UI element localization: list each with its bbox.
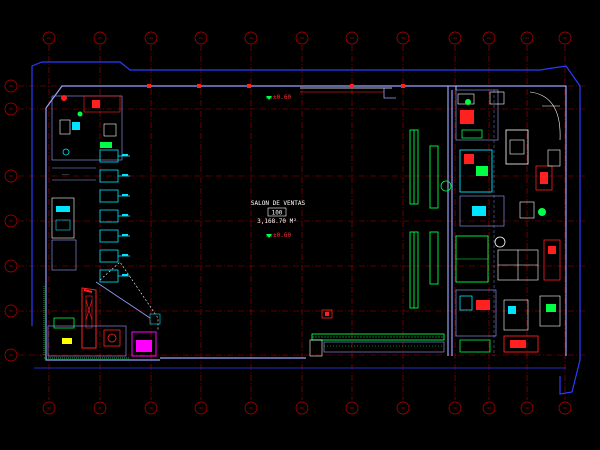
grid-bubbles-bottom [42,401,572,415]
level-text-center: ±0.60 [273,232,291,239]
right-service-area [440,89,561,356]
level-text-top: ±0.60 [273,94,291,101]
grid-lines [18,45,585,400]
facade-step [383,88,396,99]
room-number: 100 [272,210,283,217]
level-marker-top: ±0.60 [266,94,291,101]
building-walls [45,85,567,361]
checkout-marks [122,154,128,276]
gondola-racks [409,129,439,309]
left-service-block: ___ [51,95,123,271]
level-marker-center: ±0.60 [266,232,291,239]
room-tag: SALON DE VENTAS 100 3,168.70 M² [251,200,306,225]
site-boundary [31,61,581,395]
svg-text:___: ___ [62,170,70,175]
grid-bubbles-top [42,31,572,45]
room-name: SALON DE VENTAS [251,200,306,207]
left-lower-rooms [43,286,161,359]
wall-tick-marks [147,84,405,88]
grid-bubbles-left [4,79,18,362]
bottom-counters [309,309,445,357]
room-area: 3,168.70 M² [257,218,297,225]
grid-bubble-marks [9,37,567,409]
